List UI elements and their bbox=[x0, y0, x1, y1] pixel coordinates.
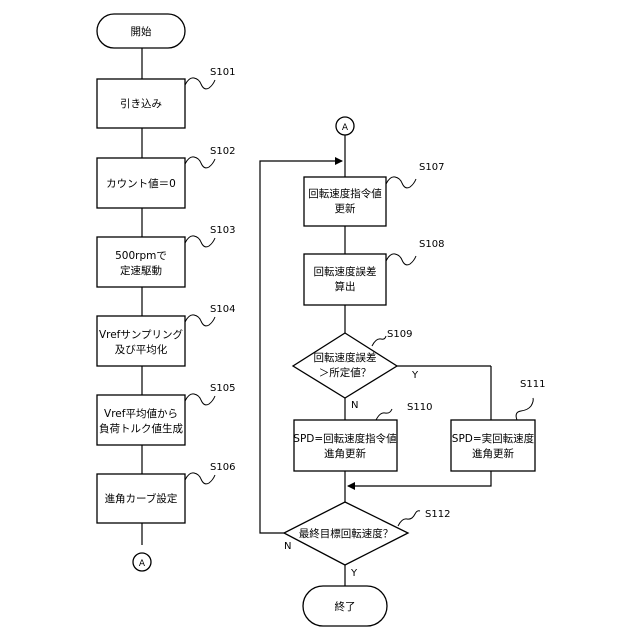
start-terminal: 開始 bbox=[97, 14, 185, 48]
s112-yes-label: Y bbox=[350, 568, 358, 579]
connector-a-out-label: A bbox=[139, 559, 146, 569]
s111-merge-arrow bbox=[348, 471, 491, 486]
s109-text-line1: 回転速度誤差 bbox=[314, 351, 377, 364]
process-s111: SPD=実回転速度 進角更新 S111 bbox=[451, 379, 545, 471]
s110-text-line2: 進角更新 bbox=[324, 447, 366, 460]
process-s101: 引き込み S101 bbox=[97, 67, 235, 128]
s104-step-label: S104 bbox=[210, 304, 235, 315]
s102-step-label: S102 bbox=[210, 146, 235, 157]
process-s104: Vrefサンプリング 及び平均化 S104 bbox=[97, 304, 235, 366]
s106-leader bbox=[185, 473, 215, 484]
decision-s109: 回転速度誤差 ＞所定値？ S109 Y N bbox=[293, 329, 419, 411]
s103-leader bbox=[185, 236, 215, 247]
s110-text-line1: SPD=回転速度指令値 bbox=[293, 432, 397, 445]
s106-step-label: S106 bbox=[210, 462, 235, 473]
s110-step-label: S110 bbox=[407, 402, 432, 413]
s103-step-label: S103 bbox=[210, 225, 235, 236]
s112-step-label: S112 bbox=[425, 509, 450, 520]
s101-text: 引き込み bbox=[120, 97, 162, 110]
process-s110: SPD=回転速度指令値 進角更新 S110 bbox=[293, 402, 432, 471]
process-s105: Vref平均値から 負荷トルク値生成 S105 bbox=[97, 383, 235, 445]
s109-text-line2: ＞所定値？ bbox=[319, 366, 372, 379]
s107-text-line1: 回転速度指令値 bbox=[308, 187, 382, 200]
s107-leader bbox=[386, 177, 416, 188]
s112-no-label: N bbox=[284, 541, 291, 552]
process-s103: 500rpmで 定速駆動 S103 bbox=[97, 225, 235, 287]
process-s108: 回転速度誤差 算出 S108 bbox=[304, 239, 444, 305]
s103-text-line1: 500rpmで bbox=[115, 250, 167, 262]
end-terminal: 終了 bbox=[303, 586, 387, 626]
decision-s112: 最終目標回転速度？ S112 Y N bbox=[284, 502, 450, 579]
s111-step-label: S111 bbox=[520, 379, 545, 390]
s104-leader bbox=[185, 315, 215, 326]
s111-text-line2: 進角更新 bbox=[472, 447, 514, 460]
s109-no-label: N bbox=[351, 400, 358, 411]
s112-text: 最終目標回転速度？ bbox=[299, 527, 394, 540]
s105-text-line1: Vref平均値から bbox=[104, 407, 178, 420]
s101-leader bbox=[185, 78, 215, 89]
s108-text-line1: 回転速度誤差 bbox=[314, 265, 377, 278]
s107-step-label: S107 bbox=[419, 162, 444, 173]
s101-step-label: S101 bbox=[210, 67, 235, 78]
s104-text-line1: Vrefサンプリング bbox=[99, 328, 184, 341]
s108-text-line2: 算出 bbox=[335, 280, 356, 293]
s108-step-label: S108 bbox=[419, 239, 444, 250]
s108-leader bbox=[386, 254, 416, 265]
connector-a-out: A bbox=[133, 553, 151, 571]
s102-leader bbox=[185, 157, 215, 168]
s107-text-line2: 更新 bbox=[335, 202, 356, 215]
s103-text-line2: 定速駆動 bbox=[120, 264, 162, 277]
end-label: 終了 bbox=[335, 600, 356, 613]
s104-text-line2: 及び平均化 bbox=[115, 343, 168, 356]
s111-text-line1: SPD=実回転速度 bbox=[452, 432, 535, 445]
s105-text-line2: 負荷トルク値生成 bbox=[99, 422, 183, 435]
s109-leader bbox=[372, 336, 386, 346]
process-s107: 回転速度指令値 更新 S107 bbox=[304, 162, 444, 226]
s109-step-label: S109 bbox=[387, 329, 412, 340]
s105-step-label: S105 bbox=[210, 383, 235, 394]
start-label: 開始 bbox=[131, 25, 152, 38]
s105-leader bbox=[185, 394, 215, 405]
s111-leader bbox=[516, 398, 533, 420]
s106-text: 進角カーブ設定 bbox=[105, 492, 178, 505]
s110-leader bbox=[376, 409, 392, 420]
s109-yes-label: Y bbox=[411, 370, 419, 381]
s102-text: カウント値＝0 bbox=[106, 177, 176, 190]
process-s102: カウント値＝0 S102 bbox=[97, 146, 235, 208]
connector-a-in-label: A bbox=[342, 123, 349, 133]
s112-leader bbox=[398, 511, 420, 526]
process-s106: 進角カーブ設定 S106 bbox=[97, 462, 235, 523]
connector-a-in: A bbox=[336, 117, 354, 135]
